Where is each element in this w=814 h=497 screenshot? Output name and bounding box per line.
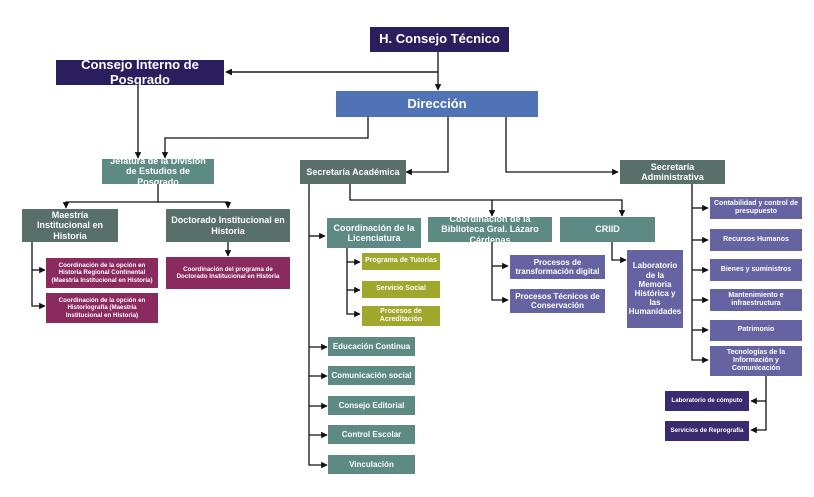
maestria-node: Maestría Institucional en Historia [22, 209, 118, 242]
laboratorio-memoria-node: Laboratorio de la Memoria Histórica y la… [627, 250, 683, 328]
secretaria-academica-node: Secretaría Académica [300, 160, 406, 184]
jefatura-node: Jefatura de la División de Estudios de P… [102, 159, 214, 184]
doctorado-node: Doctorado Institucional en Historia [166, 209, 290, 242]
vinculacion-node: Vinculación [328, 455, 415, 474]
consejo-editorial-node: Consejo Editorial [328, 396, 415, 415]
coord-biblioteca-node: Coordinación de la Biblioteca Gral. Láza… [428, 217, 552, 242]
consejo-interno-node: Consejo Interno de Posgrado [56, 60, 224, 85]
mantenimiento-node: Mantenimiento e infraestructura [710, 289, 802, 311]
programa-tutorias-node: Programa de Tutorías [362, 253, 440, 270]
coord-doctorado-node: Coordinación del programa de Doctorado I… [166, 257, 290, 289]
comunicacion-social-node: Comunicación social [328, 366, 415, 385]
coord-licenciatura-node: Coordinación de la Licenciatura [327, 218, 421, 248]
coord-historiografia-node: Coordinación de la opción en Historiogra… [46, 293, 158, 323]
laboratorio-computo-node: Laboratorio de cómputo [665, 391, 749, 411]
educacion-continua-node: Educación Continua [328, 337, 415, 356]
procesos-acreditacion-node: Procesos de Acreditación [362, 306, 440, 326]
consejo-tecnico-node: H. Consejo Técnico [370, 27, 509, 52]
bienes-node: Bienes y suministros [710, 259, 802, 281]
procesos-digital-node: Procesos de transformación digital [510, 255, 605, 279]
direccion-node: Dirección [336, 91, 538, 117]
recursos-humanos-node: Recursos Humanos [710, 229, 802, 251]
coord-regional-node: Coordinación de la opción en Historia Re… [46, 258, 158, 288]
servicio-social-node: Servicio Social [362, 281, 440, 298]
servicios-reprografia-node: Servicios de Reprografía [665, 421, 749, 441]
contabilidad-node: Contabilidad y control de presupuesto [710, 197, 802, 219]
tecnologias-node: Tecnologías de la Información y Comunica… [710, 346, 802, 376]
procesos-tecnicos-node: Procesos Técnicos de Conservación [510, 289, 605, 313]
control-escolar-node: Control Escolar [328, 425, 415, 444]
secretaria-administrativa-node: Secretaría Administrativa [620, 160, 725, 184]
patrimonio-node: Patrimonio [710, 320, 802, 341]
criid-node: CRIID [560, 217, 655, 242]
